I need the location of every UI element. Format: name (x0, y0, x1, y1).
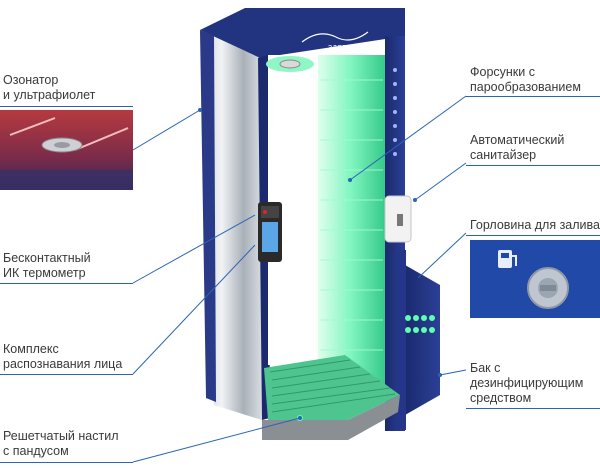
callout-thermometer-underline (0, 283, 133, 284)
callout-sanitizer: Автоматический санитайзер (470, 133, 564, 163)
filler-inset (470, 240, 600, 318)
callout-thermometer-line1: Бесконтактный (3, 251, 91, 265)
callout-floor-line1: Решетчатый настил (3, 429, 119, 443)
callout-face-line2: распознавания лица (3, 357, 123, 371)
disinfectant-tank (405, 265, 440, 415)
tank-indicator-lights (405, 315, 435, 333)
callout-sanitizer-underline (466, 165, 600, 166)
ozonator-inset (0, 110, 133, 190)
callout-nozzles-line1: Форсунки с (470, 65, 535, 79)
callout-face-recognition: Комплекс распознавания лица (3, 342, 122, 372)
fuel-pump-icon (498, 250, 517, 268)
callout-ozonator-line1: Озонатор (3, 73, 59, 87)
ir-thermometer (261, 206, 279, 218)
callout-sanitizer-line1: Автоматический (470, 133, 565, 147)
callout-floor-underline (0, 462, 133, 463)
ramp (262, 395, 400, 440)
callout-floor: Решетчатый настил с пандусом (3, 429, 119, 459)
callout-filler-line1: Горловина для залива (470, 218, 600, 232)
icon-column (393, 68, 397, 156)
callout-filler-underline (466, 235, 600, 236)
callout-ozonator: Озонатор и ультрафиолет (3, 73, 95, 103)
logo-mark: ЗДОРОВЬЯ (301, 31, 369, 52)
callout-tank: Бак с дезинфицирующим средством (470, 361, 583, 406)
filler-cap-icon (527, 267, 569, 309)
callout-tank-line3: средством (470, 391, 532, 405)
callout-tank-line1: Бак с (470, 361, 501, 375)
svg-text:ЗДОРОВЬЯ: ЗДОРОВЬЯ (328, 45, 366, 52)
callout-ozonator-line2: и ультрафиолет (3, 88, 96, 102)
callout-thermometer: Бесконтактный ИК термометр (3, 251, 91, 281)
callout-face-line1: Комплекс (3, 342, 59, 356)
callout-sanitizer-line2: санитайзер (470, 148, 537, 162)
callout-ozonator-underline (0, 106, 133, 107)
callout-tank-line2: дезинфицирующим (470, 376, 584, 390)
callout-nozzles: Форсунки с парообразованием (470, 65, 581, 95)
callout-face-underline (0, 374, 133, 375)
callout-thermometer-line2: ИК термометр (3, 266, 86, 280)
led-interior-wall (318, 55, 385, 400)
callout-nozzles-line2: парообразованием (470, 80, 581, 94)
callout-dots (198, 108, 442, 420)
callout-tank-underline (466, 408, 600, 409)
callout-nozzles-underline (466, 96, 600, 97)
callout-filler: Горловина для залива (470, 218, 600, 233)
roof-front (200, 8, 405, 58)
callout-floor-line2: с пандусом (3, 444, 69, 458)
callout-leaders (132, 95, 467, 463)
left-frame-edge (200, 30, 216, 402)
